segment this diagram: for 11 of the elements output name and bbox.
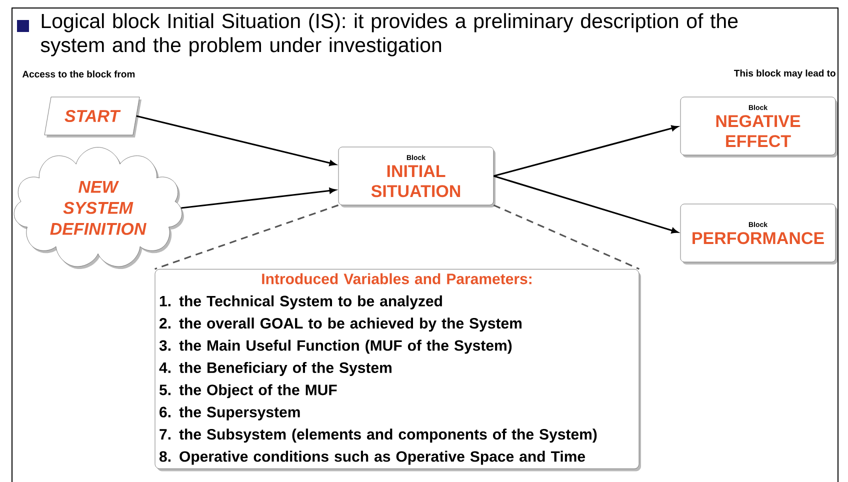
arrow <box>136 115 336 166</box>
arrow <box>494 125 678 177</box>
arrow <box>181 188 336 209</box>
dashed-connector <box>154 204 339 270</box>
arrow <box>493 175 678 234</box>
start-parallelogram: START <box>44 96 142 138</box>
section-label: Access to the block from <box>22 70 135 78</box>
title: Logical block Initial Situation (IS): it provides a preliminary description of the system and the problem under investigation <box>40 13 738 56</box>
parameter-list-box: Introduced Variables and Parameters: 1. the Technical System to be analyzed 2. the overall GOAL to be achieved by the System 3. the Main Useful Function (MUF of the System) 4. the Beneficiary of the System 5. the Object of the MUF 6. the Supersystem 7. the Subsystem (elements and components of the System) 8. Operative conditions such as Operative Space and Time <box>154 269 641 472</box>
section-label: This block may lead to <box>734 70 836 78</box>
dashed-connector <box>493 204 640 270</box>
